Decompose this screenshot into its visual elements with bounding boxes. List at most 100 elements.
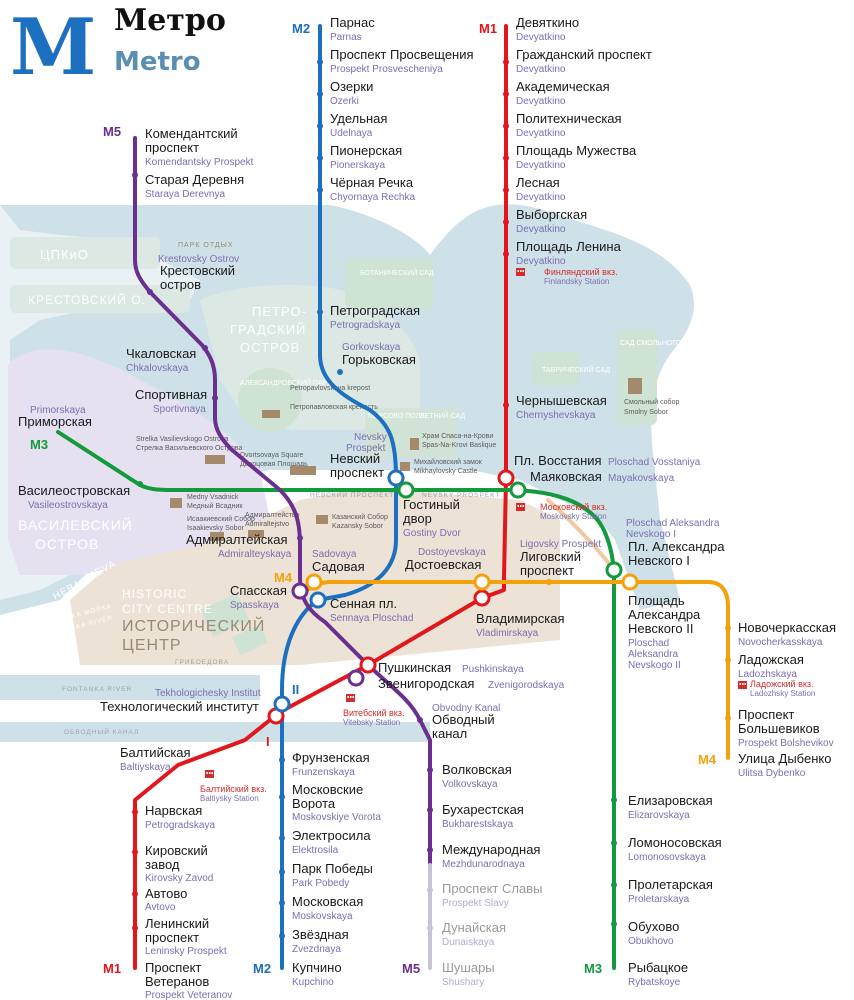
- station-kupchino-en: Kupchino: [292, 977, 334, 988]
- station-vyborgskaya[interactable]: Выборгская: [516, 207, 587, 222]
- station-narvskaya-en: Petrogradskaya: [145, 820, 215, 831]
- station-sportivnaya[interactable]: Спортивная: [135, 387, 207, 402]
- station-elektrosila[interactable]: Электросила: [292, 828, 371, 843]
- station-chernyshevskaya[interactable]: Чернышевская: [516, 393, 607, 408]
- station-ligovsky-1[interactable]: Лиговский: [520, 549, 581, 564]
- station-mayakovskaya[interactable]: Маяковская: [530, 469, 602, 484]
- station-primorskaya[interactable]: Приморская: [18, 414, 92, 429]
- station-grazhdansky[interactable]: Гражданский проспект: [516, 47, 652, 62]
- station-petrogradskaya[interactable]: Петроградская: [330, 303, 420, 318]
- station-spasskaya[interactable]: Спасская: [230, 583, 287, 598]
- station-muzhestva[interactable]: Площадь Мужества: [516, 143, 637, 158]
- station-aln1-2[interactable]: Невского I: [628, 553, 690, 568]
- station-dunaiskaya[interactable]: Дунайская: [442, 920, 506, 935]
- line-label-m5-bottom: M5: [402, 961, 420, 976]
- station-komendantsky-en: Komendantsky Prospekt: [145, 157, 254, 168]
- station-pionerskaya[interactable]: Пионерская: [330, 143, 402, 158]
- station-bolshevikov-2[interactable]: Большевиков: [738, 721, 820, 736]
- station-lenina[interactable]: Площадь Ленина: [516, 239, 622, 254]
- station-chyornaya[interactable]: Чёрная Речка: [330, 175, 414, 190]
- station-kupchino[interactable]: Купчино: [292, 960, 342, 975]
- station-proletarskaya[interactable]: Пролетарская: [628, 877, 713, 892]
- station-pobedy[interactable]: Парк Победы: [292, 861, 373, 876]
- station-dybenko[interactable]: Улица Дыбенко: [738, 751, 831, 766]
- station-chkalovskaya[interactable]: Чкаловская: [126, 346, 196, 361]
- station-slavy[interactable]: Проспект Славы: [442, 881, 542, 896]
- station-volkovskaya[interactable]: Волковская: [442, 762, 512, 777]
- station-mezhdunarodnaya[interactable]: Международная: [442, 842, 540, 857]
- station-mosvorota-2[interactable]: Ворота: [292, 796, 336, 811]
- station-politekhnicheskaya[interactable]: Политехническая: [516, 111, 622, 126]
- station-udelnaya[interactable]: Удельная: [330, 111, 387, 126]
- station-muzhestva-en: Devyatkino: [516, 160, 566, 171]
- station-lesnaya[interactable]: Лесная: [516, 175, 560, 190]
- station-obvodny-1[interactable]: Обводный: [432, 712, 495, 727]
- station-zvezdnaya[interactable]: Звёздная: [292, 927, 349, 942]
- station-ladozhskaya[interactable]: Ладожская: [738, 652, 804, 667]
- station-baltiyskaya[interactable]: Балтийская: [120, 745, 191, 760]
- station-spasskaya-en: Spasskaya: [230, 600, 279, 611]
- station-rybatskoye[interactable]: Рыбацкое: [628, 960, 688, 975]
- station-leninsky-2[interactable]: проспект: [145, 930, 199, 945]
- station-novocherkasskaya[interactable]: Новочеркасская: [738, 620, 836, 635]
- station-lomonosovskaya-en: Lomonosovskaya: [628, 852, 706, 863]
- label-historic-en-2: CITY CENTRE: [122, 602, 213, 616]
- station-zvezdnaya-en: Zvezdnaya: [292, 944, 341, 955]
- station-gorkovskaya[interactable]: Горьковская: [342, 352, 416, 367]
- station-avtovo[interactable]: Автово: [145, 886, 187, 901]
- station-obvodny-en: Obvodny Kanal: [432, 703, 500, 714]
- station-obvodny-2[interactable]: канал: [432, 726, 467, 741]
- station-shushary[interactable]: Шушары: [442, 960, 495, 975]
- station-ozerki-en: Ozerki: [330, 96, 359, 107]
- station-veteranov-2[interactable]: Ветеранов: [145, 974, 209, 989]
- station-staraya[interactable]: Старая Деревня: [145, 172, 244, 187]
- station-nevsky-1[interactable]: Невский: [330, 451, 380, 466]
- station-vasileostrovskaya[interactable]: Василеостровская: [18, 483, 130, 498]
- station-aln1-1[interactable]: Пл. Александра: [628, 539, 725, 554]
- station-vosstaniya[interactable]: Пл. Восстания: [514, 453, 602, 468]
- station-aln2-1[interactable]: Площадь: [628, 593, 685, 608]
- station-vladimirskaya[interactable]: Владимирская: [476, 611, 565, 626]
- station-aln2-3[interactable]: Невского II: [628, 621, 693, 636]
- station-nevsky-2[interactable]: проспект: [330, 465, 384, 480]
- station-gostiny-2[interactable]: двор: [403, 511, 432, 526]
- station-elizarovskaya[interactable]: Елизаровская: [628, 793, 713, 808]
- station-bolshevikov-1[interactable]: Проспект: [738, 707, 794, 722]
- station-aln2-2[interactable]: Александра: [628, 607, 701, 622]
- station-dostoevskaya[interactable]: Достоевская: [405, 557, 481, 572]
- station-ozerki[interactable]: Озерки: [330, 79, 373, 94]
- station-akademicheskaya[interactable]: Академическая: [516, 79, 610, 94]
- station-gostiny-1[interactable]: Гостиный: [403, 497, 460, 512]
- station-sennaya[interactable]: Сенная пл.: [330, 596, 397, 611]
- station-aln2-en-2: Aleksandra: [628, 649, 678, 660]
- station-lomonosovskaya[interactable]: Ломоносовская: [628, 835, 722, 850]
- station-obukhovo[interactable]: Обухово: [628, 919, 679, 934]
- station-admiralteyskaya[interactable]: Адмиралтейская: [186, 532, 288, 547]
- station-parnas[interactable]: Парнас: [330, 15, 375, 30]
- station-bukharestskaya[interactable]: Бухарестская: [442, 802, 524, 817]
- station-frunzenskaya[interactable]: Фрунзенская: [292, 750, 370, 765]
- station-komendantsky-2[interactable]: проспект: [145, 140, 199, 155]
- station-sadovaya[interactable]: Садовая: [312, 559, 365, 574]
- station-mosvorota-1[interactable]: Московские: [292, 782, 363, 797]
- station-prosvescheniya[interactable]: Проспект Просвещения: [330, 47, 474, 62]
- line-label-m4-right: M4: [698, 752, 717, 767]
- station-komendantsky-1[interactable]: Комендантский: [145, 126, 238, 141]
- label-nevsky-street-ru: НЕВСКИЙ ПРОСПЕКТ: [310, 490, 394, 499]
- station-krestovsky-2[interactable]: остров: [160, 277, 201, 292]
- rail-moscow-ru: Московский вкз.: [540, 502, 607, 512]
- station-narvskaya[interactable]: Нарвская: [145, 803, 202, 818]
- station-veteranov-1[interactable]: Проспект: [145, 960, 201, 975]
- station-kirovsky-1[interactable]: Кировский: [145, 843, 208, 858]
- station-tekhnologichesky[interactable]: Технологический институт: [100, 699, 259, 714]
- interchange-dostoevskaya: [473, 573, 491, 591]
- station-kirovsky-2[interactable]: завод: [145, 857, 180, 872]
- station-ligovsky-2[interactable]: проспект: [520, 563, 574, 578]
- station-pushkinskaya[interactable]: Пушкинская: [378, 660, 451, 675]
- line-label-m1-bottom: M1: [103, 961, 121, 976]
- station-zvenigorodskaya[interactable]: Звенигородская: [378, 676, 474, 691]
- station-krestovsky-1[interactable]: Крестовский: [160, 263, 235, 278]
- station-devyatkino[interactable]: Девяткино: [516, 15, 579, 30]
- station-moskovskaya[interactable]: Московская: [292, 894, 363, 909]
- station-leninsky-1[interactable]: Ленинский: [145, 916, 209, 931]
